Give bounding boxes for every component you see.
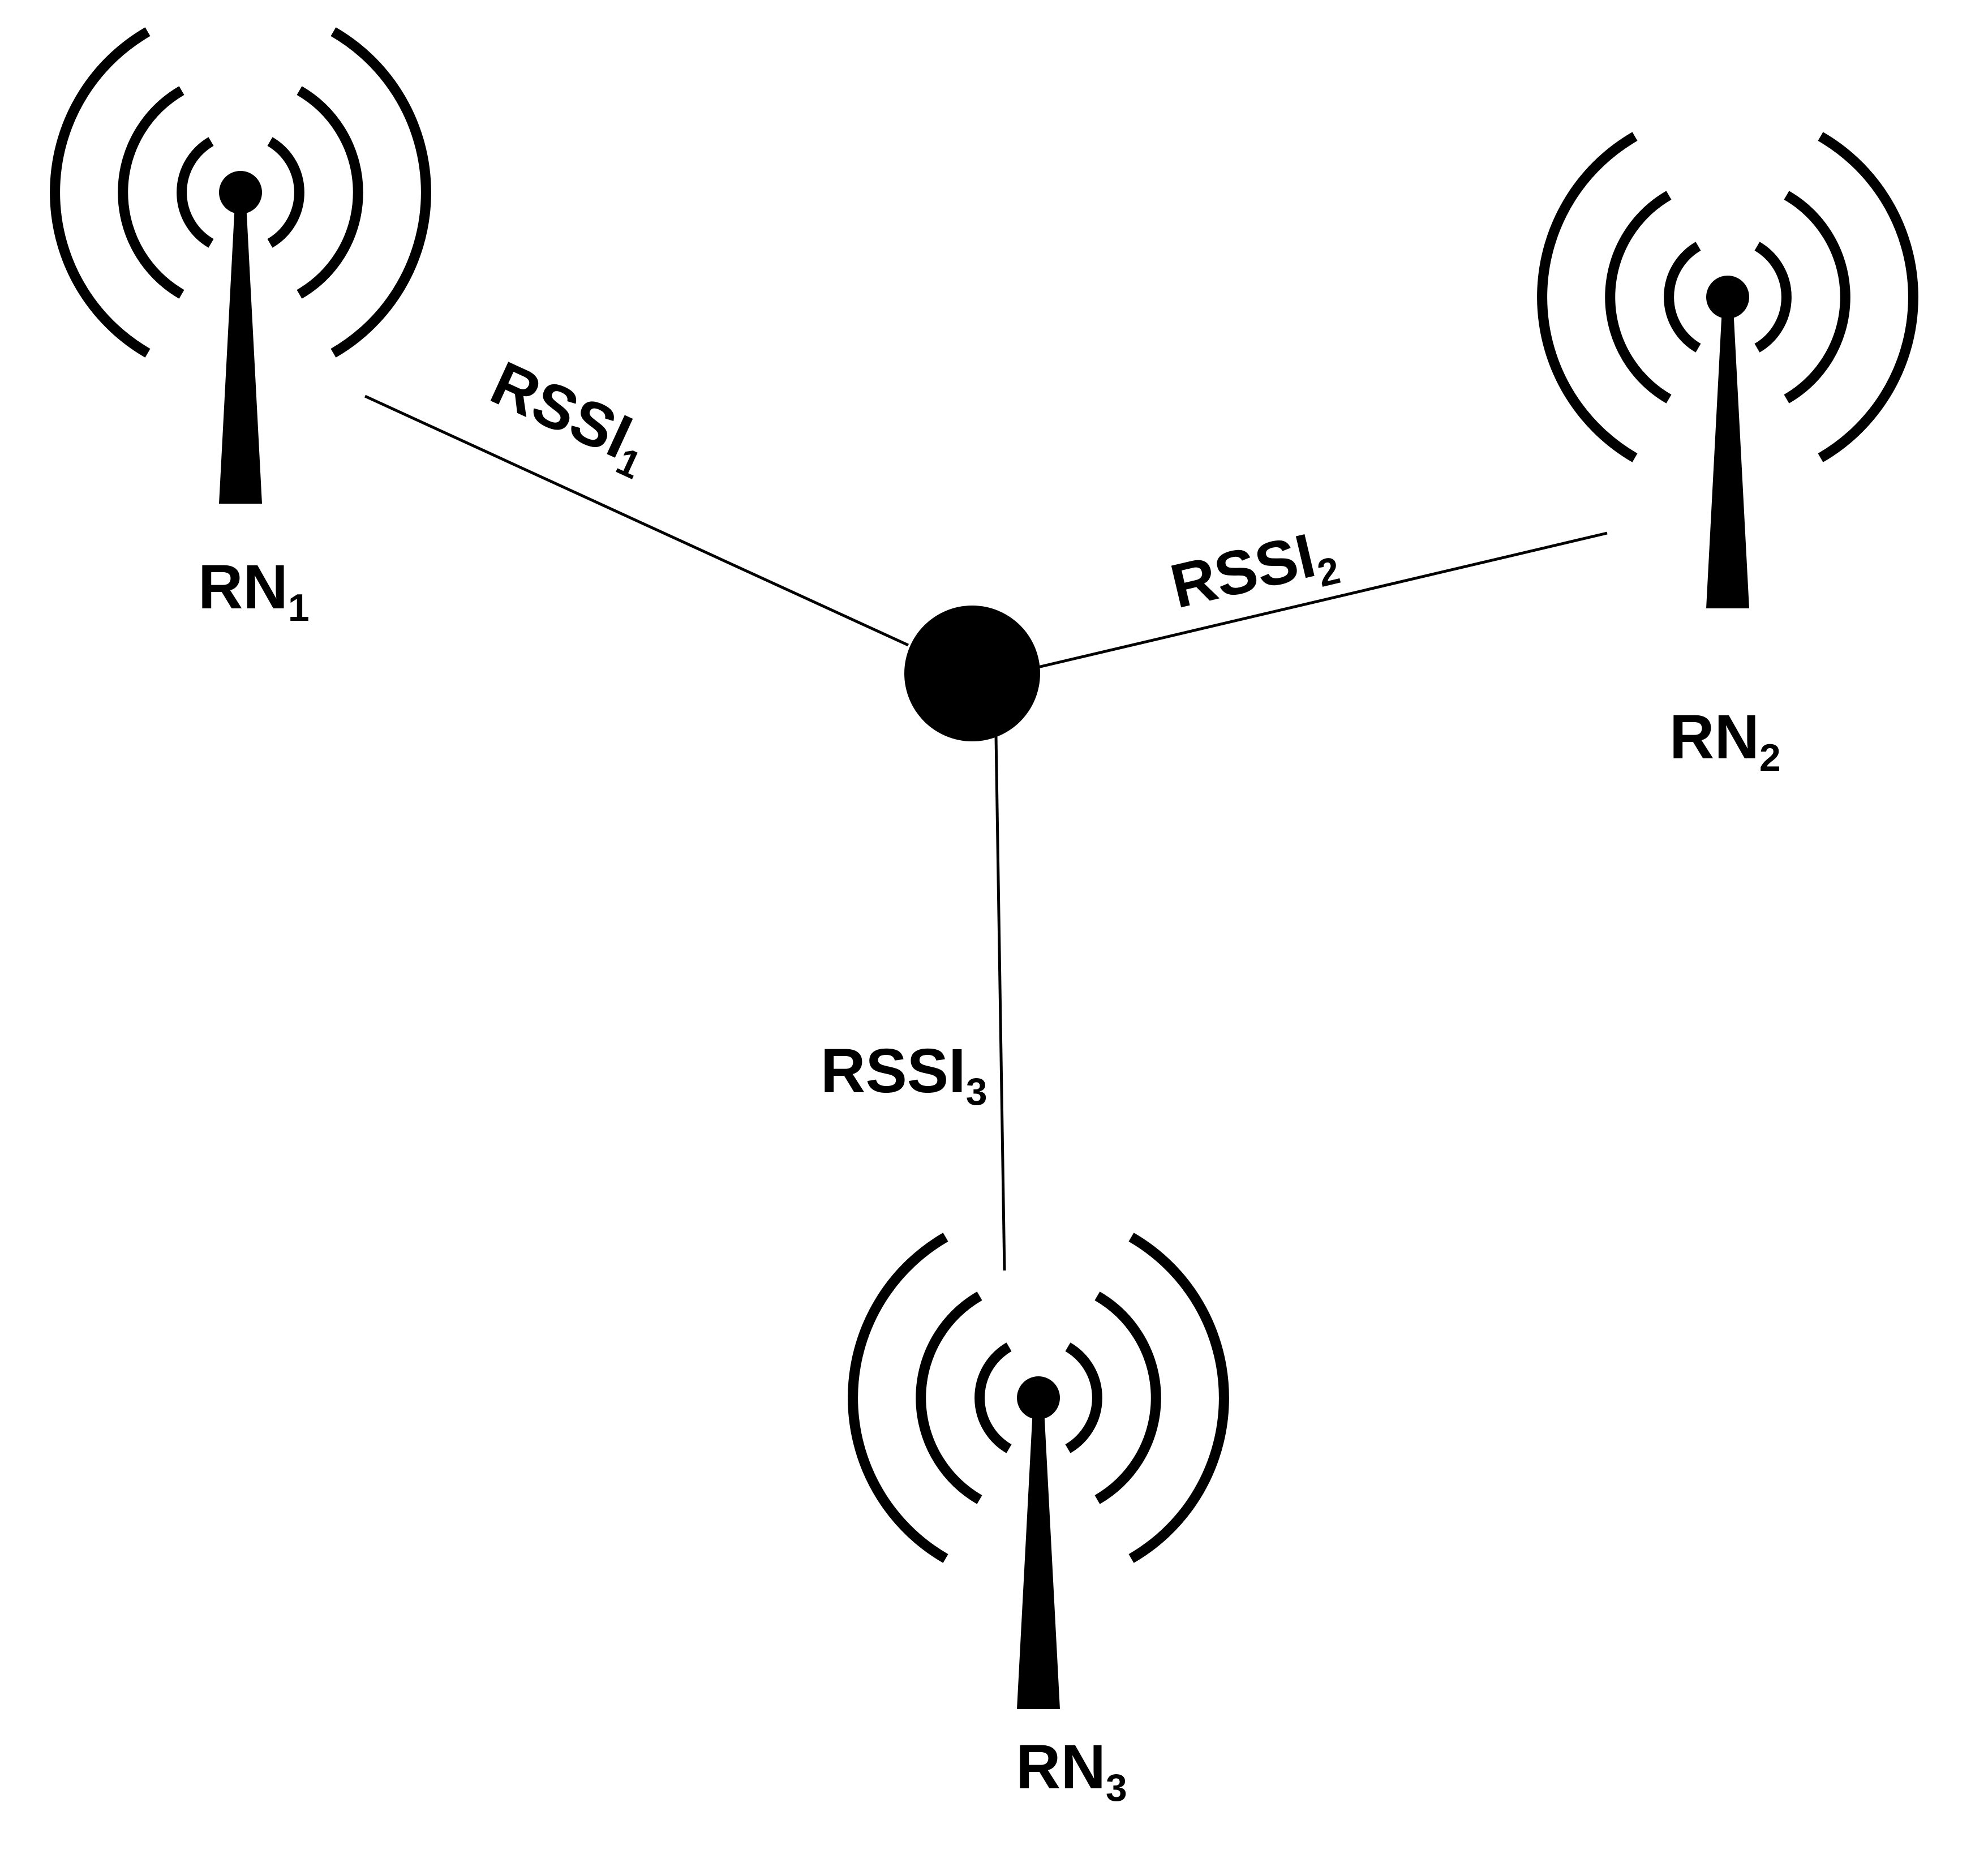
antenna-icon [848, 1233, 1229, 1709]
link-label-rssi3: RSSI3 [821, 1036, 987, 1113]
node-label-rn1: RN1 [198, 552, 310, 629]
link-line-3 [994, 735, 1006, 1271]
node-label-rn3: RN3 [1016, 1732, 1127, 1809]
antenna-icon [50, 27, 431, 504]
antenna-icon [1537, 132, 1918, 608]
link-line-1 [364, 394, 909, 647]
target-node-icon [904, 606, 1040, 741]
link-label-rssi1: RSSI1 [478, 348, 662, 487]
link-line-2 [1035, 531, 1608, 669]
link-label-rssi2: RSSI2 [1164, 516, 1344, 629]
node-label-rn2: RN2 [1669, 702, 1781, 779]
